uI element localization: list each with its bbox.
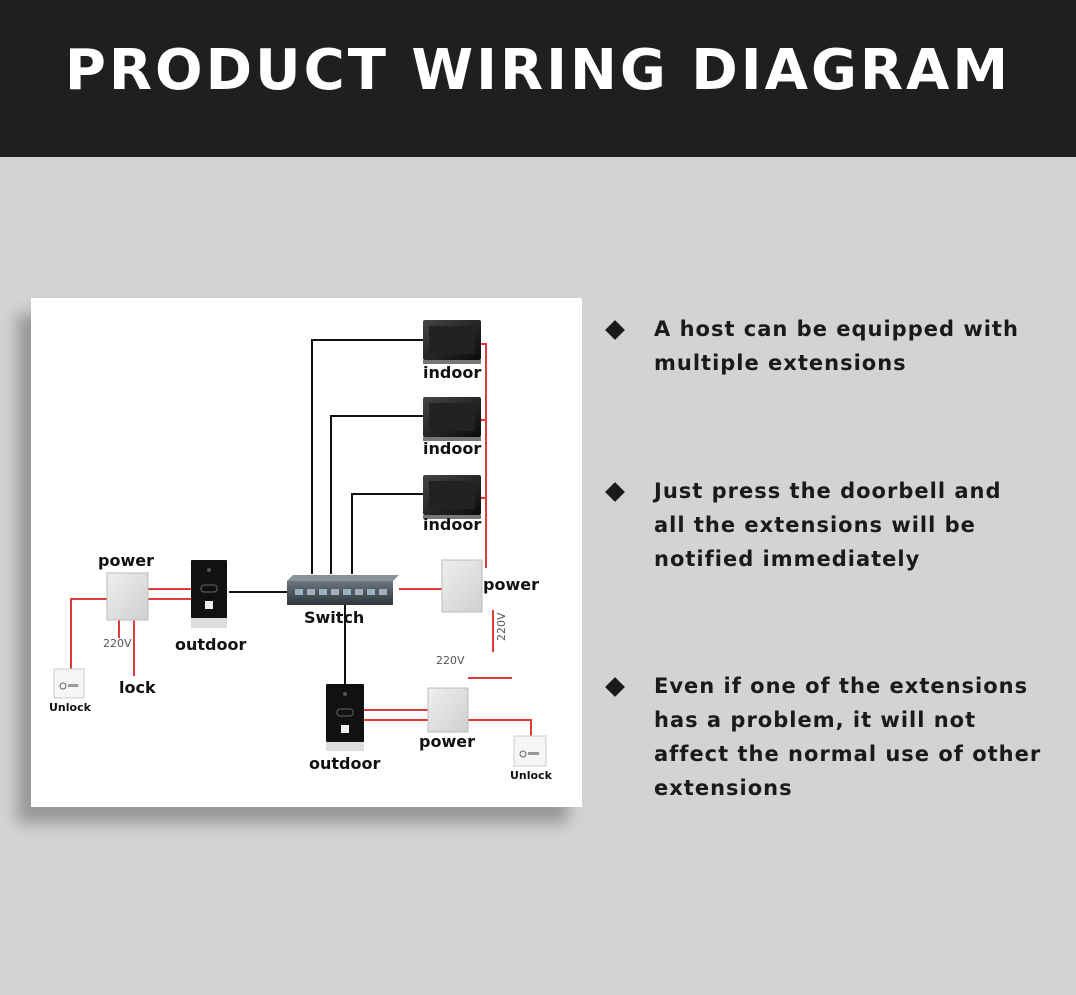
label-switch: Switch: [304, 608, 364, 627]
outdoor-station-bottom: [326, 684, 364, 751]
label-outdoor-left: outdoor: [175, 635, 246, 654]
feature-text-1: A host can be equipped with multiple ext…: [654, 317, 1019, 375]
wire-power-bottom-unlock: [468, 719, 532, 736]
label-unlock-left: Unlock: [49, 701, 92, 714]
wire-indoor-power-bus: [481, 343, 487, 568]
label-220v-left: 220V: [103, 637, 132, 650]
label-indoor-3: indoor: [423, 515, 481, 534]
power-supply-right: [441, 559, 483, 613]
feature-item-3: Even if one of the extensions has a prob…: [600, 669, 1060, 805]
outdoor-station-left: [191, 560, 227, 628]
wire-power-left-unlock: [70, 598, 107, 669]
label-lock: lock: [119, 678, 156, 697]
indoor-monitor-3: [423, 475, 481, 519]
label-indoor-1: indoor: [423, 363, 481, 382]
wiring-diagram: indoor indoor indoor: [31, 298, 582, 807]
feature-item-2: Just press the doorbell and all the exte…: [600, 474, 1060, 576]
indoor-monitor-1: [423, 320, 481, 364]
power-supply-bottom: [427, 687, 469, 733]
network-wires: [229, 339, 423, 684]
feature-text-3: Even if one of the extensions has a prob…: [654, 674, 1042, 800]
diamond-bullet-icon: [605, 320, 625, 340]
network-switch: [287, 575, 399, 605]
power-supply-left: [106, 572, 149, 621]
wiring-diagram-svg: indoor indoor indoor: [49, 320, 553, 782]
wire-switch-indoor-1: [311, 339, 423, 574]
label-power-bottom: power: [419, 732, 475, 751]
diamond-bullet-icon: [605, 482, 625, 502]
page-title: PRODUCT WIRING DIAGRAM: [64, 38, 1012, 103]
label-power-left: power: [98, 551, 154, 570]
label-outdoor-bottom: outdoor: [309, 754, 380, 773]
wire-switch-indoor-3: [351, 493, 423, 574]
label-220v-right: 220V: [495, 612, 508, 641]
label-unlock-bottom: Unlock: [510, 769, 553, 782]
wire-switch-indoor-2: [330, 415, 423, 574]
feature-text-2: Just press the doorbell and all the exte…: [654, 479, 1002, 571]
label-indoor-2: indoor: [423, 439, 481, 458]
unlock-button-bottom: [513, 735, 547, 767]
diamond-bullet-icon: [605, 677, 625, 697]
label-220v-bottom: 220V: [436, 654, 465, 667]
indoor-monitor-2: [423, 397, 481, 441]
header-banner: PRODUCT WIRING DIAGRAM: [0, 0, 1076, 157]
unlock-button-left: [53, 668, 85, 699]
power-wires: [70, 343, 532, 736]
label-power-right: power: [483, 575, 539, 594]
feature-item-1: A host can be equipped with multiple ext…: [600, 312, 1060, 380]
